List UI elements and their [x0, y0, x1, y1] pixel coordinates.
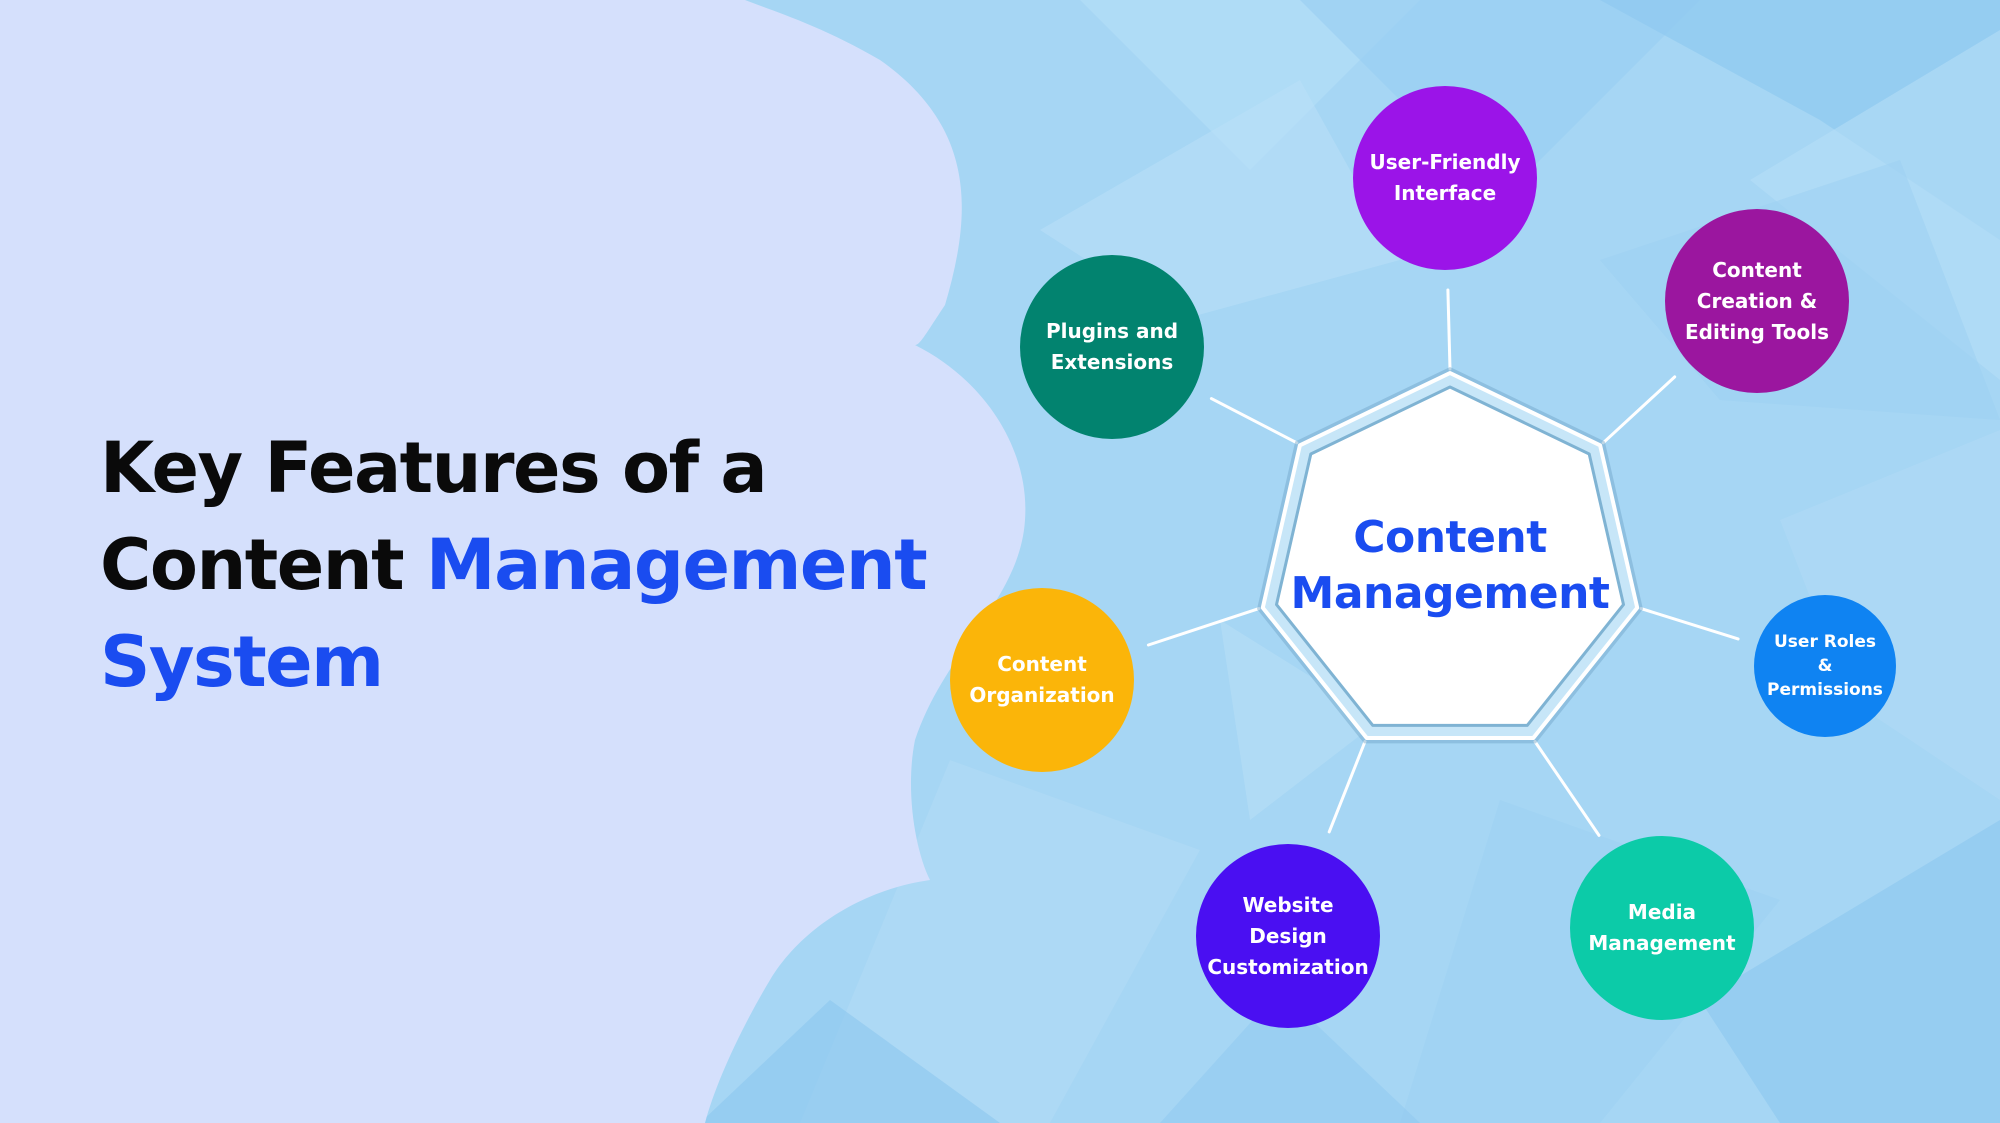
title-line-3-accent: System: [100, 621, 384, 703]
title-line-2-plain: Content: [100, 524, 405, 606]
connector-user-friendly-interface: [1446, 288, 1452, 371]
connector-user-roles-permissions: [1639, 607, 1740, 641]
feature-label-plugins-extensions: Plugins and Extensions: [1045, 319, 1179, 374]
center-label-line-2: Management: [1290, 568, 1610, 619]
title-line-2-accent: Management: [425, 524, 928, 606]
feature-node-user-friendly-interface[interactable]: User-Friendly Interface: [1353, 86, 1537, 270]
page-title: Key Features of a Content Management Sys…: [100, 420, 940, 711]
feature-label-user-roles-permissions: User Roles & Permissions: [1767, 632, 1883, 700]
feature-node-plugins-extensions[interactable]: Plugins and Extensions: [1020, 255, 1204, 439]
feature-node-media-management[interactable]: Media Management: [1570, 836, 1754, 1020]
center-label: Content Management: [1270, 510, 1630, 622]
feature-node-content-organization[interactable]: Content Organization: [950, 588, 1134, 772]
feature-label-media-management: Media Management: [1588, 900, 1736, 955]
connector-website-design-customization: [1327, 740, 1367, 834]
title-line-1: Key Features of a: [100, 427, 768, 509]
center-heptagon: [1275, 385, 1625, 727]
feature-node-content-creation-editing-tools[interactable]: Content Creation & Editing Tools: [1665, 209, 1849, 393]
feature-node-website-design-customization[interactable]: Website Design Customization: [1196, 844, 1380, 1028]
feature-label-content-organization: Content Organization: [969, 652, 1115, 707]
feature-node-user-roles-permissions[interactable]: User Roles & Permissions: [1754, 595, 1896, 737]
feature-label-website-design-customization: Website Design Customization: [1207, 892, 1369, 979]
center-label-line-1: Content: [1353, 512, 1547, 563]
connector-content-organization: [1146, 607, 1261, 647]
feature-label-content-creation-editing-tools: Content Creation & Editing Tools: [1685, 257, 1829, 344]
connector-plugins-extensions: [1209, 397, 1299, 445]
title-line-2: Content Management: [100, 517, 940, 614]
connector-content-creation-editing-tools: [1601, 375, 1677, 445]
connector-media-management: [1533, 740, 1601, 837]
feature-label-user-friendly-interface: User-Friendly Interface: [1369, 150, 1521, 205]
